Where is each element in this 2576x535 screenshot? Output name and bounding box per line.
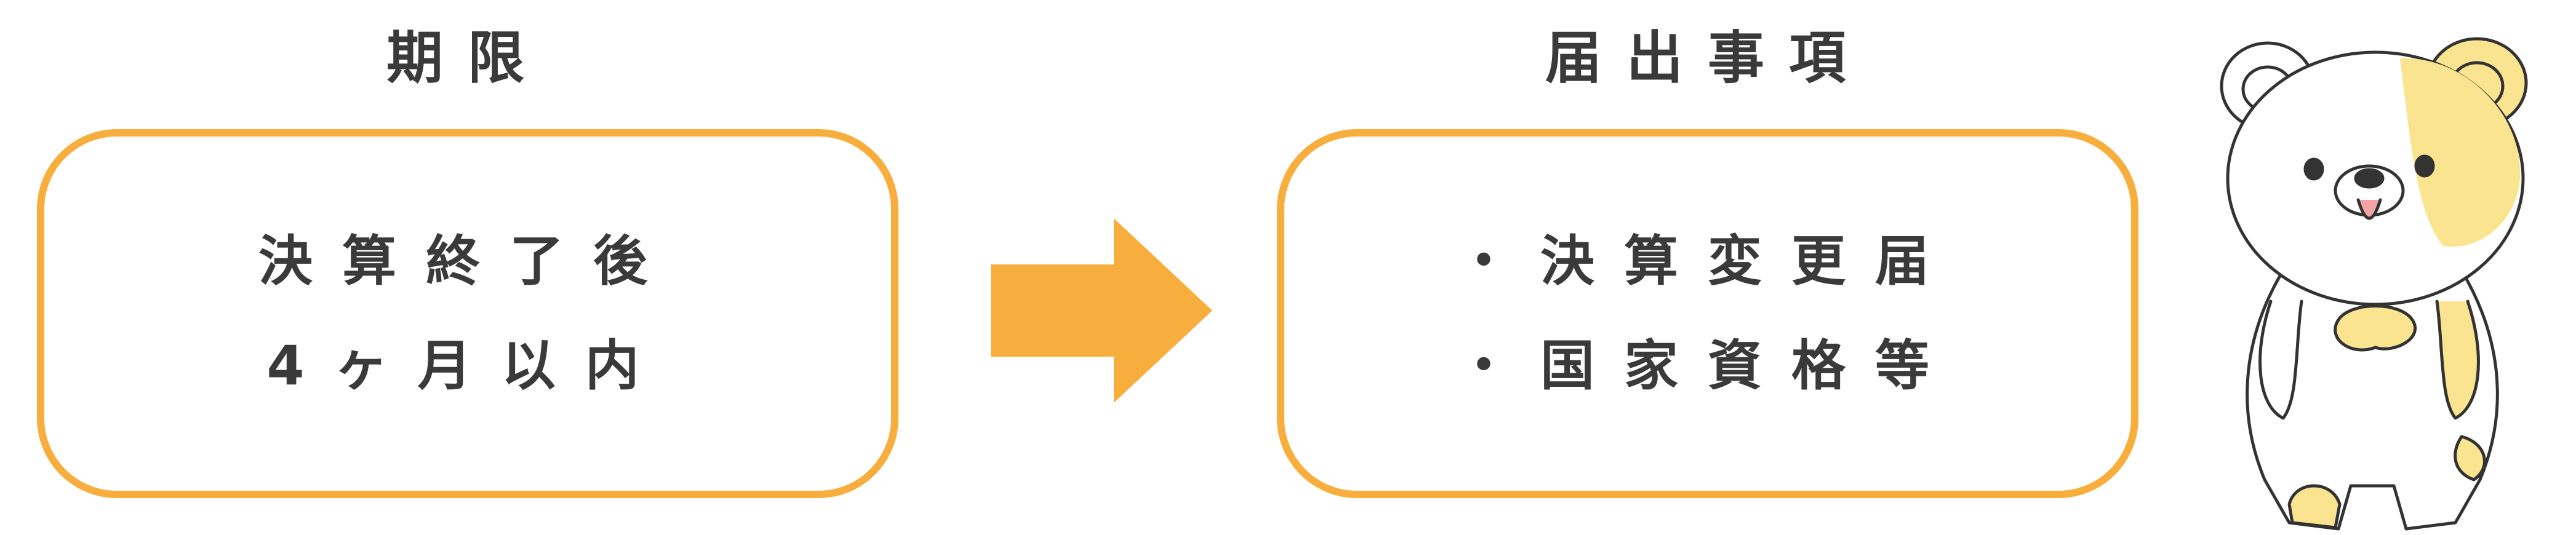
deadline-line-2: 4ヶ月以内 <box>266 334 669 397</box>
deadline-heading: 期限 <box>386 25 549 91</box>
arrow-right-icon <box>991 218 1212 403</box>
bear-mascot-icon <box>2220 37 2528 531</box>
items-box: ・決算変更届 ・国家資格等 <box>1277 129 2138 498</box>
items-heading: 届出事項 <box>1545 25 1870 91</box>
items-line-1: ・決算変更届 <box>1456 229 1959 293</box>
items-line-2: ・国家資格等 <box>1456 334 1959 397</box>
deadline-line-1: 決算終了後 <box>258 229 677 293</box>
deadline-box: 決算終了後 4ヶ月以内 <box>37 129 898 498</box>
